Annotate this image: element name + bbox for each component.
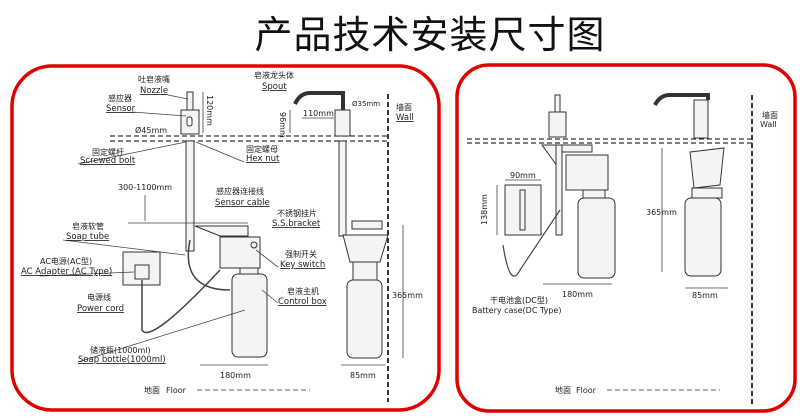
- key-switch: [250, 241, 258, 249]
- screwed-bolt: [185, 140, 195, 252]
- label-bottle-cn: 储液瓶(1000ml): [90, 345, 151, 355]
- label-floor-cn: 地面: [144, 385, 160, 395]
- soap-tube: [187, 239, 231, 291]
- right-panel-dc-type: 90mm 138mm 180mm 365mm 85mm 干电池盒(DC型) Ba…: [455, 63, 797, 413]
- page-title: 产品技术安装尺寸图: [254, 13, 606, 57]
- label-spout-cn: 皂液龙头体: [254, 70, 294, 80]
- label-wall-cn: 墙面: [762, 110, 778, 120]
- label-floor-en: Floor: [166, 386, 187, 395]
- dim-sensor-height: 120mm: [205, 95, 214, 126]
- label-nozzle-en: Nozzle: [140, 86, 168, 96]
- spout-body: [334, 109, 351, 137]
- power-cord: [141, 269, 221, 334]
- sensor-window: [186, 116, 193, 127]
- nozzle: [554, 94, 561, 113]
- leader-bottle: [77, 309, 246, 363]
- side-bracket: [351, 220, 383, 230]
- label-floor-cn: 地面: [555, 385, 571, 395]
- label-bolt-en: Screwed bolt: [80, 156, 136, 166]
- label-floor-en: Floor: [576, 386, 597, 395]
- label-nut-en: Hex nut: [246, 154, 280, 164]
- dim-spout-height: 96mm: [278, 112, 287, 138]
- label-adapter-cn: AC电源(AC型): [40, 256, 92, 266]
- nozzle: [186, 91, 194, 111]
- screwed-bolt: [555, 144, 563, 236]
- ss-bracket: [194, 225, 249, 237]
- control-box: [565, 154, 609, 191]
- ac-adapter: [134, 264, 150, 280]
- leader-nozzle: [167, 94, 189, 100]
- left-panel-border: [10, 64, 441, 412]
- sensor-faucet: [548, 111, 567, 138]
- side-control-box: [689, 147, 725, 189]
- side-soap-bottle: [346, 279, 383, 359]
- leader-bolt: [77, 141, 187, 165]
- dim-spout-dia: Ø35mm: [352, 100, 380, 108]
- dim-height: 365mm: [646, 208, 677, 217]
- leader-switch: [255, 249, 279, 268]
- dim-battery-width: 90mm: [510, 171, 536, 180]
- label-cable-cn: 感应器连接线: [216, 186, 264, 196]
- label-switch-en: Key switch: [280, 260, 325, 270]
- label-sensor-en: Sensor: [106, 104, 136, 114]
- label-box-cn: 皂液主机: [287, 286, 319, 296]
- label-wall-en: Wall: [396, 113, 414, 123]
- label-bracket-cn: 不锈钢挂片: [277, 208, 317, 218]
- label-cord-en: Power cord: [77, 304, 124, 314]
- label-spout-en: Spout: [262, 82, 287, 92]
- dim-width-front: 180mm: [562, 290, 593, 299]
- side-bottle-neck: [691, 187, 723, 199]
- label-bottle-en: Soap bottle(1000ml): [78, 355, 166, 365]
- dim-width-front: 180mm: [220, 371, 251, 380]
- dim-height: 365mm: [392, 291, 423, 300]
- bottle-neck: [582, 189, 606, 199]
- right-panel-border: [455, 63, 797, 413]
- leader-sensor: [131, 111, 187, 117]
- label-bracket-en: S.S.bracket: [272, 219, 321, 229]
- leader-box: [261, 289, 279, 304]
- label-tube-cn: 皂液软管: [72, 221, 104, 231]
- label-nut-cn: 固定螺母: [246, 144, 278, 154]
- spout: [293, 91, 345, 110]
- spout-body: [693, 99, 709, 139]
- side-soap-bottle: [684, 197, 722, 277]
- battery-cable: [502, 209, 561, 277]
- label-switch-cn: 强制开关: [285, 249, 317, 259]
- side-bottle-neck: [352, 261, 378, 281]
- dim-spout-reach: 110mm: [303, 109, 334, 118]
- bottle-neck: [239, 267, 259, 275]
- label-cable-en: Sensor cable: [215, 198, 270, 208]
- label-wall-en: Wall: [760, 120, 777, 129]
- leader-nut: [195, 141, 245, 163]
- soap-bottle: [231, 273, 268, 358]
- battery-case-slot: [519, 189, 526, 231]
- label-sensor-cn: 感应器: [108, 93, 132, 103]
- spout-shank: [338, 140, 347, 237]
- label-bolt-cn: 固定螺杆: [92, 147, 124, 157]
- leader-adapter: [39, 271, 135, 277]
- dim-battery-height: 138mm: [480, 194, 489, 225]
- label-box-en: Control box: [278, 297, 327, 307]
- label-tube-en: Soap tube: [66, 232, 109, 242]
- dim-width-side: 85mm: [692, 291, 718, 300]
- label-wall-cn: 墙面: [396, 102, 412, 112]
- dim-counter-range: 300-1100mm: [118, 183, 172, 192]
- label-battery-cn: 干电池盒(DC型): [490, 295, 548, 305]
- left-panel-ac-type: 吐皂液嘴 Nozzle 感应器 Sensor Ø45mm 120mm 皂液龙头体…: [10, 64, 441, 412]
- side-control-box: [342, 234, 389, 263]
- label-cord-cn: 电源线: [87, 292, 111, 302]
- leader-tube: [62, 239, 186, 256]
- spout: [653, 93, 710, 106]
- label-battery-en: Battery case(DC Type): [472, 306, 561, 315]
- dim-width-side: 85mm: [350, 371, 376, 380]
- dim-sensor-dia: Ø45mm: [135, 125, 167, 135]
- label-nozzle-cn: 吐皂液嘴: [138, 74, 170, 84]
- soap-bottle: [577, 197, 616, 279]
- label-adapter-en: AC Adapter (AC Type): [21, 267, 112, 277]
